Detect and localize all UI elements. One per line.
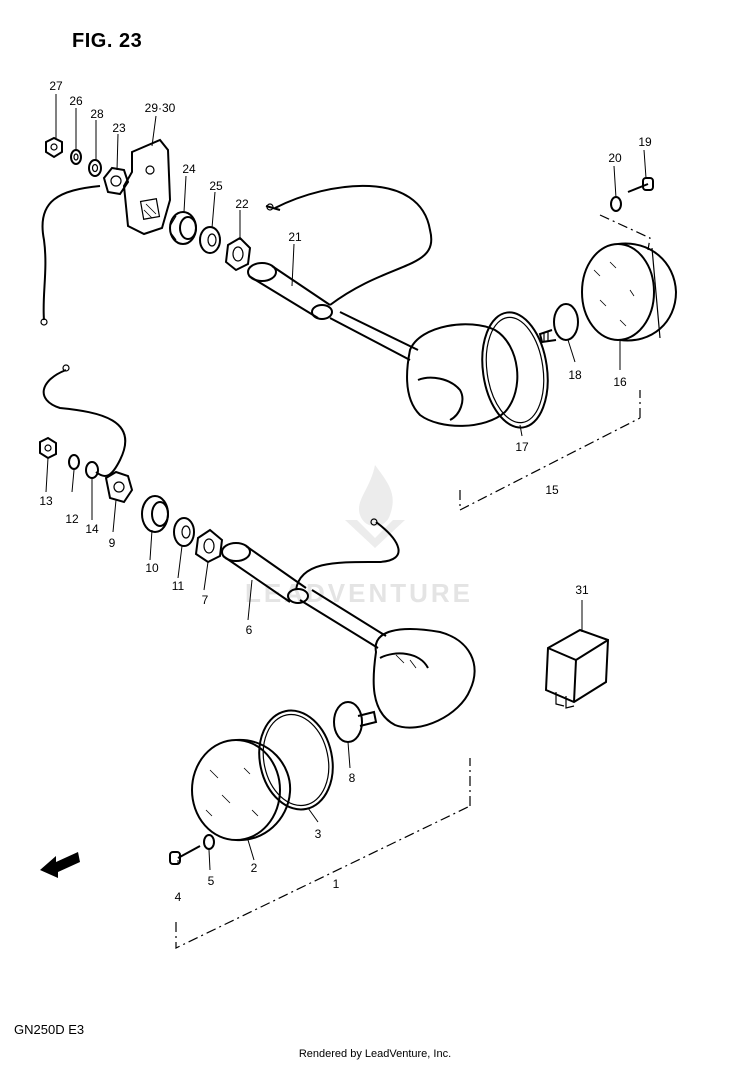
part-29-30-bracket [122,138,172,236]
part-8-bulb [333,701,378,743]
callout-17: 17 [515,440,529,454]
callout-22: 22 [235,197,249,211]
render-credit: Rendered by LeadVenture, Inc. [298,1048,452,1060]
callout-21: 21 [288,230,302,244]
part-16-lens [581,242,678,342]
callout-5: 5 [207,874,215,888]
part-20-washer [610,196,622,212]
part-5-washer [203,834,215,850]
part-21-stalk [247,262,333,320]
part-4-screw [169,845,201,865]
assembly-line-1 [175,758,471,949]
callout-13: 13 [39,494,53,508]
lower-housing [372,628,476,729]
callout-26: 26 [69,94,83,108]
callout-27: 27 [49,79,63,93]
upper-wire [274,184,433,306]
part-28-washer [88,159,102,177]
part-26-washer [70,149,82,165]
part-13-nut [39,436,57,460]
part-17-gasket [481,311,549,429]
callout-15: 15 [545,483,559,497]
part-23-nut [102,166,130,196]
callout-24: 24 [182,162,196,176]
part-10-grommet [141,495,169,533]
callout-6: 6 [245,623,253,637]
part-12-washer [68,454,80,470]
part-27-nut [45,136,63,159]
watermark-text: LEADVENTURE [245,578,474,608]
callout-23: 23 [112,121,126,135]
part-2-lens [191,738,292,842]
callout-2: 2 [250,861,258,875]
callout-3: 3 [314,827,322,841]
part-9-nut [104,470,134,504]
model-code: GN250D E3 [14,1022,85,1037]
watermark-logo-icon [345,465,405,548]
callout-19: 19 [638,135,652,149]
callout-29-30: 29·30 [144,101,176,115]
figure-title: FIG. 23 [72,30,143,52]
callout-25: 25 [209,179,223,193]
callout-10: 10 [145,561,159,575]
leader-lines [45,94,647,871]
callout-31: 31 [575,583,589,597]
part-11-washer [173,517,195,547]
callout-20: 20 [608,151,622,165]
callout-11: 11 [171,579,185,593]
lower-ground-wire [42,369,127,477]
part-18-bulb [538,303,579,344]
callout-1: 1 [332,877,340,891]
callout-18: 18 [568,368,582,382]
assembly-line-15 [459,390,641,511]
part-25-washer [199,226,221,254]
lower-wire [295,521,400,591]
callout-8: 8 [348,771,356,785]
part-31-flasher-relay [544,628,610,709]
part-17-housing [329,311,519,427]
callout-7: 7 [201,593,209,607]
part-14-washer [85,461,99,479]
callout-28: 28 [90,107,104,121]
part-6-stalk [221,542,387,649]
callout-14: 14 [85,522,99,536]
callout-16: 16 [613,375,627,389]
part-22-nut [224,236,252,272]
callout-9: 9 [108,536,116,550]
part-19-screw [627,177,654,193]
callout-4: 4 [174,890,182,904]
part-24-grommet [169,211,197,245]
part-3-gasket [258,709,334,811]
callout-12: 12 [65,512,79,526]
upper-ground-wire [41,185,101,321]
part-7-nut [194,528,224,564]
front-arrow-icon [40,852,80,878]
